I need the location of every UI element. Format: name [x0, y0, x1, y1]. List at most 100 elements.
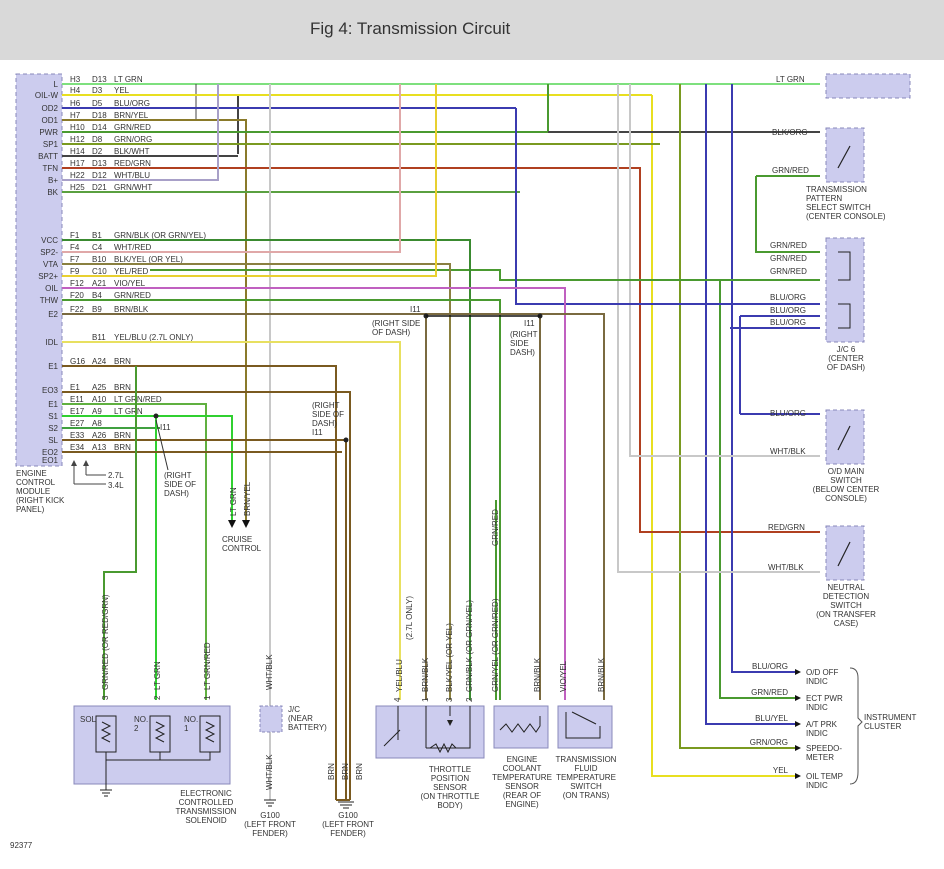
- tps-wire-label: (2.7L ONLY): [405, 596, 414, 640]
- cluster-wire-label: GRN/ORG: [750, 738, 788, 747]
- cluster-wire-label: BLU/ORG: [752, 662, 788, 671]
- jc-battery-box: [259, 705, 283, 733]
- wire-color-label: WHT/RED: [114, 243, 152, 252]
- wire-pin-label: A24: [92, 357, 107, 366]
- wire-pin-label: B9: [92, 305, 102, 314]
- engine-27-label: 2.7L: [108, 471, 124, 480]
- i11-low-label: I11: [160, 423, 171, 432]
- wire-pin-label: D3: [92, 86, 103, 95]
- ecm-pin-label: THW: [40, 296, 59, 305]
- cluster-arrow: [795, 669, 801, 675]
- wire-color-label: YEL/RED: [114, 267, 148, 276]
- jc6-wire-label: GRN/RED: [770, 267, 807, 276]
- wire-color-label: WHT/BLU: [114, 171, 150, 180]
- wire-connector-label: F1: [70, 231, 80, 240]
- pattern-wire2-label: GRN/RED: [772, 166, 809, 175]
- ecm-pin-label: IDL: [46, 338, 59, 347]
- wire-connector-label: F7: [70, 255, 80, 264]
- wire-connector-label: H10: [70, 123, 85, 132]
- ecm-pin-label: S1: [48, 412, 58, 421]
- wire-color-label: GRN/RED: [114, 123, 151, 132]
- wire-pin-label: B1: [92, 231, 102, 240]
- cruise-wire1-label: LT GRN: [229, 487, 238, 516]
- tps-pin-label: 3: [445, 697, 454, 702]
- wire-connector-label: F9: [70, 267, 80, 276]
- wire-color-label: GRN/ORG: [114, 135, 152, 144]
- ecm-pin-label: PWR: [39, 128, 58, 137]
- solenoid-pin-label: 3: [101, 695, 110, 700]
- jc-wire-bot-label: WHT/BLK: [265, 754, 274, 790]
- solenoid: SOL NO.2 NO.1 GRN/RED (OR RED/GRN) LT GR…: [73, 594, 237, 825]
- wire-color-label: LT GRN: [114, 407, 143, 416]
- wire-color-label: GRN/RED: [114, 291, 151, 300]
- wire-color-label: BLU/ORG: [114, 99, 150, 108]
- wire-connector-label: H7: [70, 111, 81, 120]
- wire-pin-label: B11: [92, 333, 106, 342]
- cluster-arrow: [795, 695, 801, 701]
- wire-pin-label: D8: [92, 135, 103, 144]
- wire-connector-label: E34: [70, 443, 85, 452]
- wire-color-label: VIO/YEL: [114, 279, 146, 288]
- tft-wire-label: VIO/YEL: [559, 660, 568, 692]
- wire-connector-label: F12: [70, 279, 84, 288]
- wire-pin-label: C4: [92, 243, 103, 252]
- cluster-wire-label: YEL: [773, 766, 789, 775]
- solenoid-pin-label: 2: [153, 695, 162, 700]
- cluster-arrow: [795, 721, 801, 727]
- wire-color-label: BRN/YEL: [114, 111, 149, 120]
- wire-pin-label: A25: [92, 383, 107, 392]
- od-main-switch: [825, 409, 865, 465]
- i11-right-label: I11: [524, 319, 535, 328]
- ecm-pin-label: VTA: [43, 260, 59, 269]
- engine-34-label: 3.4L: [108, 481, 124, 490]
- ecm-pin-label: EO3: [42, 386, 59, 395]
- page-title: Fig 4: Transmission Circuit: [310, 19, 511, 38]
- wire-pin-label: B10: [92, 255, 107, 264]
- wire-pin-label: D18: [92, 111, 107, 120]
- wire-color-label: LT GRN: [114, 75, 143, 84]
- jc6-wire-label: BLU/ORG: [770, 293, 806, 302]
- wire-color-label: GRN/BLK (OR GRN/YEL): [114, 231, 206, 240]
- solenoid-wire-label: LT GRN/RED: [203, 642, 212, 690]
- wire-connector-label: E1: [70, 383, 80, 392]
- wire-pin-label: A13: [92, 443, 107, 452]
- ecm-pin-label: SP1: [43, 140, 59, 149]
- wire-pin-label: A9: [92, 407, 102, 416]
- ground2-wire-label: BRN: [341, 763, 350, 780]
- cluster-arrow: [795, 745, 801, 751]
- wire-color-label: YEL/BLU (2.7L ONLY): [114, 333, 193, 342]
- cluster-arrow: [795, 773, 801, 779]
- ecm-pin-label: EO2: [42, 448, 59, 457]
- jc6-wire-label: BLU/ORG: [770, 306, 806, 315]
- ecm-pin-labels: LOIL-WOD2OD1PWRSP1BATTTFNB+BKVCCSP2-VTAS…: [35, 80, 59, 465]
- ect-wire-label: BRN/BLK: [533, 657, 542, 692]
- ecm-pin-label: OD1: [42, 116, 59, 125]
- vertical-wires: [103, 83, 820, 800]
- wire-color-label: BRN: [114, 383, 131, 392]
- wire-connector-label: E11: [70, 395, 84, 404]
- title-bar: Fig 4: Transmission Circuit: [0, 0, 944, 60]
- wire-connector-label: E33: [70, 431, 85, 440]
- neutral-wire2-label: WHT/BLK: [768, 563, 804, 572]
- ecm-pin-label: BK: [47, 188, 58, 197]
- ecm-pin-label: SL: [48, 436, 58, 445]
- wire-pin-label: A10: [92, 395, 107, 404]
